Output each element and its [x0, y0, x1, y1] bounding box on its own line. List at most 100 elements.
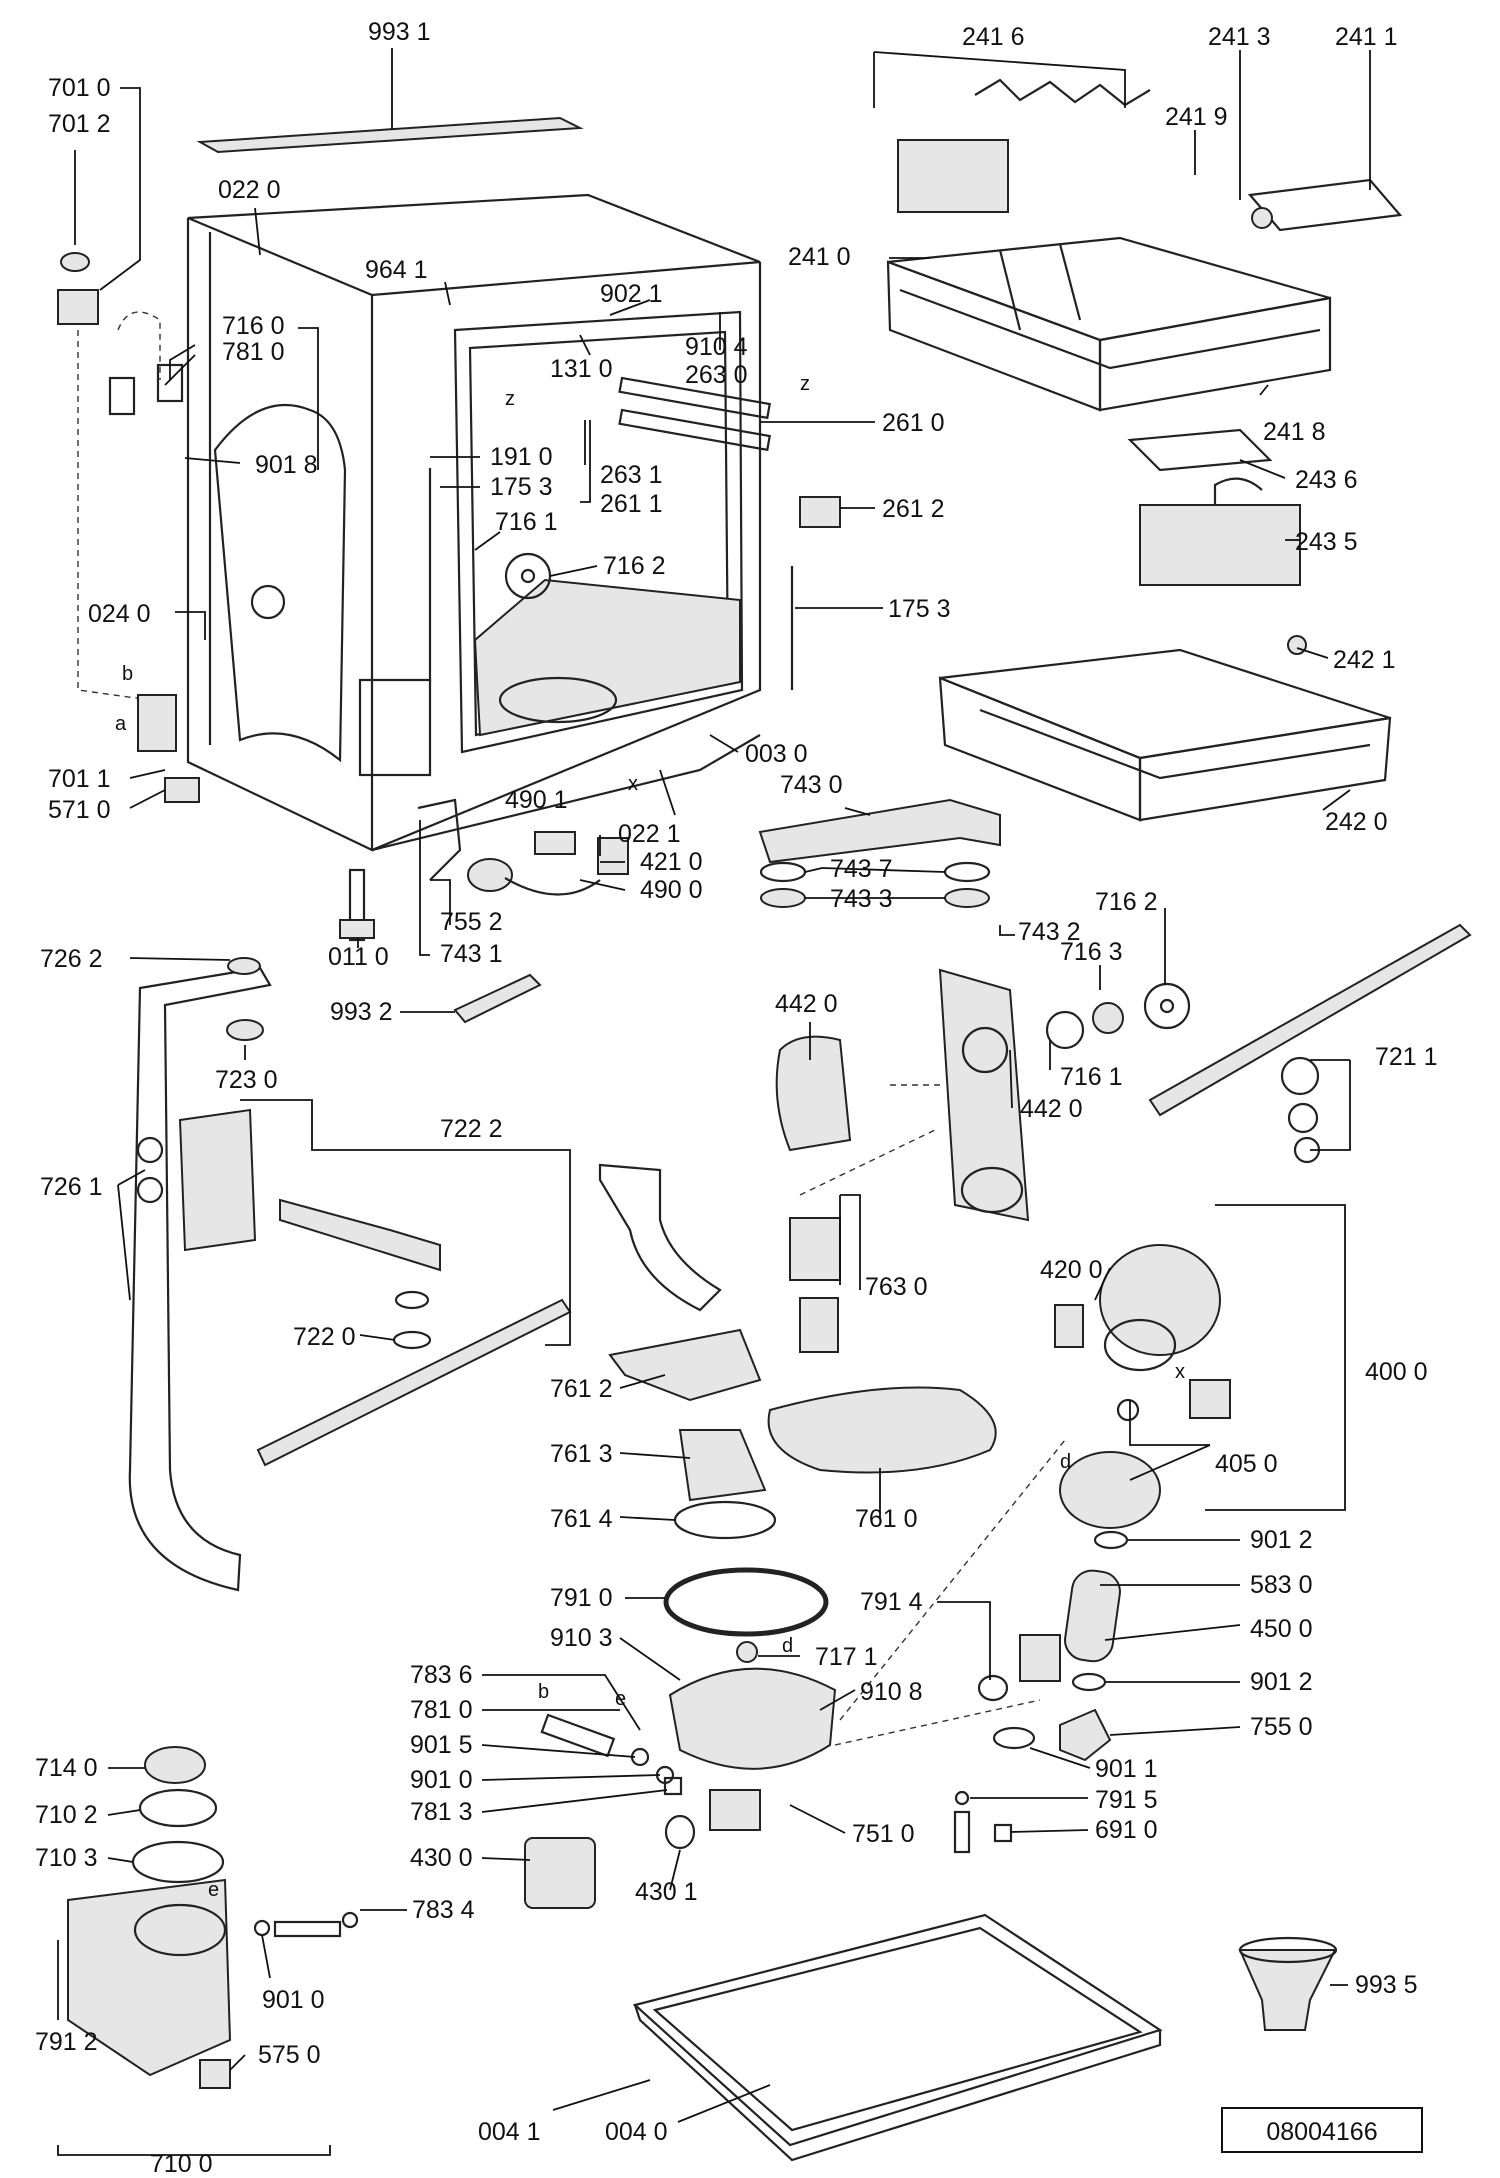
- callout-263-1: 263 1: [600, 461, 663, 489]
- fill-hose: [77, 330, 151, 701]
- assembly-guides: [799, 1084, 1066, 1746]
- pipe-port: [136, 1176, 164, 1204]
- vent-cap: [736, 1641, 758, 1663]
- salt-container: [67, 1878, 232, 2077]
- callout-761-4: 761 4: [550, 1505, 613, 1533]
- callout-242-0: 242 0: [1325, 808, 1388, 836]
- hose-clamp: [992, 1726, 1036, 1750]
- callout-011-0: 011 0: [328, 943, 389, 971]
- basket-wheel: [1287, 635, 1307, 655]
- sensor-575: [199, 2059, 231, 2089]
- callout-004-1: 004 1: [478, 2118, 541, 2146]
- salt-cap: [144, 1746, 206, 1784]
- cutlery-cover: [1127, 428, 1273, 472]
- seal-ring-791: [977, 1674, 1009, 1702]
- callout-022-0: 022 0: [218, 176, 281, 204]
- callout-442-0-right: 442 0: [1020, 1095, 1083, 1123]
- callout-490-0: 490 0: [640, 876, 703, 904]
- callout-243-5: 243 5: [1295, 528, 1358, 556]
- o-ring-791-5: [954, 1790, 970, 1806]
- callout-761-2: 761 2: [550, 1375, 613, 1403]
- callout-993-2: 993 2: [330, 998, 393, 1026]
- callout-901-1: 901 1: [1095, 1755, 1158, 1783]
- callout-901-2-bottom: 901 2: [1250, 1668, 1313, 1696]
- callout-004-0: 004 0: [605, 2118, 668, 2146]
- callout-710-2: 710 2: [35, 1801, 98, 1829]
- callout-761-0: 761 0: [855, 1505, 918, 1533]
- callout-902-1: 902 1: [600, 280, 663, 308]
- callout-761-3: 761 3: [550, 1440, 613, 1468]
- callout-910-4: 910 4: [685, 333, 748, 361]
- marker-x: x: [1175, 1361, 1185, 1383]
- sump-cover: [767, 1386, 997, 1474]
- marker-z: z: [505, 388, 515, 410]
- micro-filter: [789, 1217, 841, 1281]
- callout-716-1-top: 716 1: [495, 508, 558, 536]
- callout-716-0: 716 0: [222, 312, 285, 340]
- middle-spray-arm: [1148, 923, 1472, 1117]
- marker-d: d: [782, 1635, 793, 1657]
- callout-241-6: 241 6: [962, 23, 1025, 51]
- callout-901-2-top: 901 2: [1250, 1526, 1313, 1554]
- hose-clamp: [1071, 1672, 1107, 1692]
- callout-726-1: 726 1: [40, 1173, 103, 1201]
- circulation-pipe: [128, 966, 272, 1592]
- callout-791-4: 791 4: [860, 1588, 923, 1616]
- callout-717-1: 717 1: [815, 1643, 878, 1671]
- sump-housing: [668, 1667, 837, 1770]
- marker-x: x: [628, 773, 638, 795]
- callout-261-1: 261 1: [600, 490, 663, 518]
- callout-716-1-right: 716 1: [1060, 1063, 1123, 1091]
- callout-430-1: 430 1: [635, 1878, 698, 1906]
- bracket: [417, 798, 462, 881]
- spray-arm-bearing: [1280, 1056, 1320, 1096]
- salt-container-ring: [138, 1788, 218, 1828]
- document-number-box: 08004166: [1221, 2107, 1423, 2153]
- sump-gasket: [663, 1567, 829, 1637]
- callout-781-3: 781 3: [410, 1798, 473, 1826]
- upper-basket: [886, 236, 1332, 412]
- top-cover-plate: [196, 116, 584, 154]
- filter-seal: [673, 1500, 777, 1540]
- connector-pipe: [273, 1920, 342, 1938]
- pipe-cap: [227, 957, 261, 975]
- pipe-manifold: [178, 1108, 257, 1252]
- spray-arm-nut: [760, 888, 806, 908]
- callout-labels: 993 1 022 0 701 0 701 2 964 1 902 1 910 …: [35, 18, 1438, 2178]
- callout-751-0: 751 0: [852, 1820, 915, 1848]
- riser-tube: [938, 968, 1030, 1222]
- float-switch: [137, 694, 177, 752]
- nozzle-disc: [1092, 1002, 1124, 1034]
- filter-plate: [678, 1429, 767, 1502]
- callout-743-2: 743 2: [1018, 918, 1081, 946]
- marker-e: e: [615, 1688, 626, 1710]
- level-sensor: [953, 1810, 971, 1854]
- guide-rail: [618, 376, 771, 420]
- callout-261-0: 261 0: [882, 409, 945, 437]
- spray-arm-washer: [943, 861, 991, 883]
- pump-seal: [664, 1814, 696, 1850]
- callout-993-5: 993 5: [1355, 1971, 1418, 1999]
- callout-755-0: 755 0: [1250, 1713, 1313, 1741]
- callout-710-0: 710 0: [150, 2150, 213, 2178]
- coarse-filter: [799, 1297, 839, 1353]
- foot-base: [339, 919, 375, 939]
- callout-901-0-upper: 901 0: [410, 1766, 473, 1794]
- marker-b: b: [122, 663, 133, 685]
- nozzle-pipe: [540, 1713, 616, 1758]
- callout-910-3: 910 3: [550, 1624, 613, 1652]
- callout-701-1: 701 1: [48, 765, 111, 793]
- callout-964-1: 964 1: [365, 256, 428, 284]
- lower-basket: [938, 648, 1392, 822]
- fill-hose: [117, 311, 161, 380]
- capacitor: [1054, 1304, 1084, 1348]
- callout-743-1: 743 1: [440, 940, 503, 968]
- callout-743-3: 743 3: [830, 885, 893, 913]
- callout-722-2: 722 2: [440, 1115, 503, 1143]
- callout-490-1: 490 1: [505, 786, 568, 814]
- callout-743-7: 743 7: [830, 855, 893, 883]
- callout-993-1: 993 1: [368, 18, 431, 46]
- marker-e: e: [208, 1879, 219, 1901]
- callout-442-0-left: 442 0: [775, 990, 838, 1018]
- callout-783-6: 783 6: [410, 1661, 473, 1689]
